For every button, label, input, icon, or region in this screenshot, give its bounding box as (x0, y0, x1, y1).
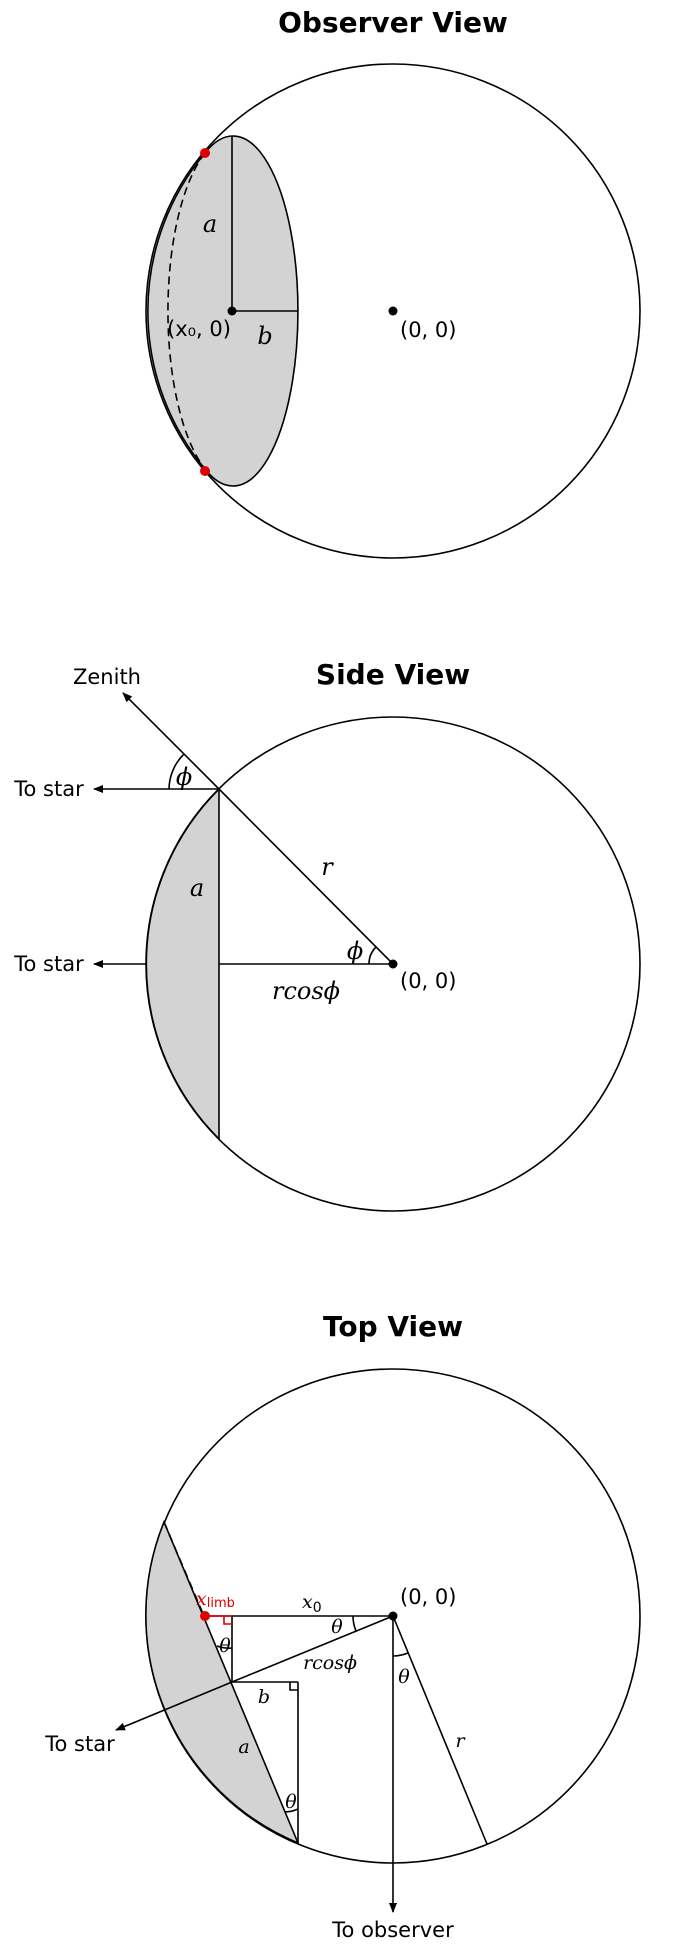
side-phi-arc-top (168, 753, 185, 790)
side-spot-region (145, 787, 220, 1141)
observer-label-b: b (257, 322, 272, 350)
side-label-zenith: Zenith (73, 665, 141, 689)
observer-origin-point (388, 306, 398, 316)
top-right-angle-marker-limb (223, 1616, 232, 1625)
side-label-to-star-mid: To star (13, 952, 84, 976)
side-radius-line (218, 788, 394, 965)
top-rcosphi-line (231, 1615, 394, 1683)
top-radius-line (392, 1615, 488, 1845)
side-label-a: a (190, 874, 204, 902)
side-label-phi-center: ϕ (347, 937, 363, 965)
top-theta-arc-left (216, 1645, 233, 1649)
side-label-to-star-top: To star (13, 777, 84, 801)
observer-spot-center-point (227, 306, 237, 316)
top-spot-hidden-edge (163, 1521, 205, 1617)
top-theta-arc-center (352, 1615, 357, 1632)
top-label-xlimb: xlimb (196, 1588, 235, 1611)
observer-spot-region (147, 135, 299, 487)
observer-label-a: a (203, 210, 217, 238)
top-label-theta-bottom: θ (285, 1791, 297, 1813)
top-label-rcosphi: rcosϕ (303, 1652, 357, 1674)
observer-star-disk (145, 63, 641, 559)
observer-limb-point-bottom (200, 466, 210, 476)
top-right-angle-marker-b (289, 1682, 298, 1691)
top-label-theta-lower: θ (398, 1666, 410, 1688)
side-label-rcosphi: rcosϕ (272, 977, 340, 1005)
top-view-title: Top View (323, 1310, 463, 1343)
top-to-star-arrow (115, 1681, 233, 1731)
observer-limb-point-top (200, 148, 210, 158)
top-label-theta-left: θ (219, 1635, 231, 1657)
side-zenith-arrow (122, 692, 220, 790)
top-view-panel: Top View xlimb x0 (0, 0) θ θ θ θ rcosϕ b… (44, 1310, 641, 1942)
top-limb-point (200, 1611, 210, 1621)
top-origin-point (388, 1611, 398, 1621)
side-label-origin: (0, 0) (400, 969, 456, 993)
observer-view-title: Observer View (278, 6, 508, 39)
side-phi-arc-center (368, 946, 377, 965)
side-label-r: r (321, 853, 334, 881)
top-label-a: a (238, 1736, 249, 1758)
side-label-phi-top: ϕ (176, 763, 192, 791)
top-label-to-observer: To observer (331, 1918, 454, 1942)
observer-label-x0: (x₀, 0) (167, 317, 231, 341)
top-label-r: r (455, 1730, 466, 1752)
side-origin-point (388, 959, 398, 969)
top-label-theta-center: θ (331, 1616, 343, 1638)
top-theta-arc-lower (392, 1652, 409, 1657)
side-view-panel: Side View Zenith To star To star ϕ ϕ r a… (13, 658, 641, 1212)
top-theta-arc-bottom (284, 1808, 299, 1813)
top-label-b: b (258, 1686, 270, 1708)
top-spot-region (145, 1519, 300, 1845)
observer-view-panel: Observer View a b (x₀, 0) (0, 0) (145, 6, 641, 559)
observer-spot-hidden-edge (167, 152, 206, 470)
top-label-origin: (0, 0) (400, 1585, 456, 1609)
side-view-title: Side View (316, 658, 470, 691)
observer-label-origin: (0, 0) (400, 318, 456, 342)
top-label-x0: x0 (302, 1591, 322, 1616)
top-label-to-star: To star (44, 1732, 115, 1756)
